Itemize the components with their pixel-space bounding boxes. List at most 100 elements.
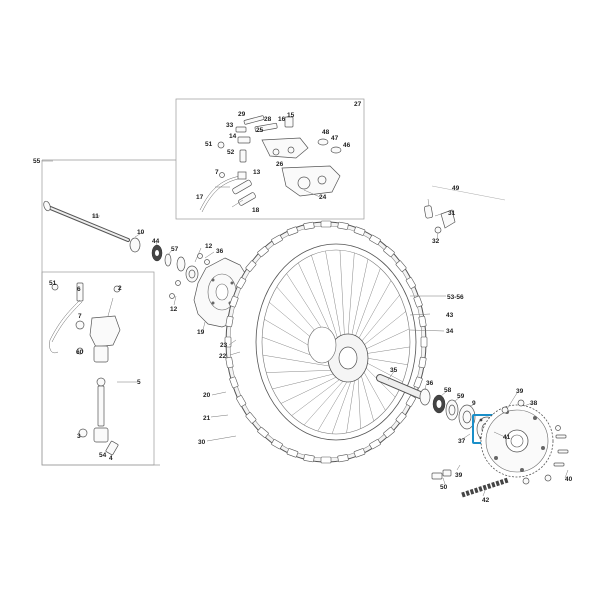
spoke bbox=[365, 357, 408, 366]
label-7b: 7 bbox=[78, 313, 82, 320]
tread-knob bbox=[395, 412, 407, 424]
label-55: 55 bbox=[33, 158, 41, 165]
label-11: 11 bbox=[92, 213, 99, 220]
tread-knob bbox=[337, 221, 349, 230]
label-47: 47 bbox=[331, 135, 339, 142]
label-34: 34 bbox=[446, 328, 454, 335]
label-33: 33 bbox=[226, 122, 234, 129]
label-39a: 39 bbox=[516, 388, 524, 395]
callout-labels: 55 27 29 28 16 15 33 25 14 51 52 26 48 4… bbox=[33, 101, 573, 504]
label-25: 25 bbox=[256, 127, 264, 134]
label-22: 22 bbox=[219, 353, 227, 360]
label-48: 48 bbox=[322, 129, 330, 136]
spoke bbox=[291, 378, 342, 416]
label-39b: 39 bbox=[455, 472, 463, 479]
rear-sprocket bbox=[480, 404, 554, 478]
tread-knob bbox=[245, 260, 257, 272]
tread-knob bbox=[236, 395, 247, 407]
label-54: 54 bbox=[99, 452, 107, 459]
tread-knob bbox=[303, 454, 315, 463]
label-10: 10 bbox=[137, 229, 145, 236]
label-13: 13 bbox=[253, 169, 261, 176]
label-29: 29 bbox=[238, 111, 246, 118]
label-23: 23 bbox=[220, 342, 228, 349]
label-12b: 12 bbox=[170, 306, 178, 313]
label-57: 57 bbox=[171, 246, 179, 253]
label-7a: 7 bbox=[215, 169, 219, 176]
tread-knob bbox=[236, 277, 247, 289]
label-38: 38 bbox=[530, 400, 538, 407]
spoke bbox=[346, 378, 356, 434]
tread-knob bbox=[405, 395, 416, 407]
tread-knob bbox=[353, 448, 366, 458]
tread-knob bbox=[369, 234, 381, 245]
spoke bbox=[364, 328, 410, 350]
tread-knob bbox=[420, 336, 428, 348]
spoke bbox=[311, 255, 339, 340]
leader-lines bbox=[42, 160, 569, 497]
rear-wheel bbox=[224, 220, 428, 464]
spoke bbox=[354, 268, 381, 338]
tread-knob bbox=[405, 277, 416, 289]
label-41: 41 bbox=[503, 434, 511, 441]
tread-knob bbox=[271, 439, 283, 450]
tread-knob bbox=[337, 454, 349, 463]
tread-knob bbox=[413, 376, 423, 389]
label-50: 50 bbox=[440, 484, 448, 491]
tread-knob bbox=[418, 315, 427, 328]
tread-knob bbox=[353, 226, 366, 236]
label-21: 21 bbox=[203, 415, 211, 422]
spoke bbox=[362, 311, 406, 346]
tread-knob bbox=[418, 356, 427, 369]
label-3: 3 bbox=[77, 433, 81, 440]
spoke bbox=[365, 362, 403, 382]
tread-knob bbox=[369, 439, 381, 450]
label-60: 60 bbox=[76, 349, 84, 356]
tread-knob bbox=[413, 295, 423, 308]
tread-knob bbox=[383, 426, 395, 438]
label-52: 52 bbox=[227, 149, 235, 156]
spoke bbox=[280, 376, 339, 404]
tread-knob bbox=[303, 221, 315, 230]
tread-knob bbox=[271, 234, 283, 245]
label-2: 2 bbox=[118, 285, 122, 292]
rear-axle bbox=[43, 200, 210, 299]
label-18: 18 bbox=[252, 207, 260, 214]
label-31: 31 bbox=[448, 210, 456, 217]
label-53: 53-56 bbox=[447, 294, 464, 301]
caliper-parts bbox=[199, 115, 342, 213]
label-4: 4 bbox=[109, 455, 113, 462]
brake-caliper-group-box bbox=[175, 98, 365, 220]
drive-chain bbox=[431, 469, 509, 498]
label-37: 37 bbox=[458, 438, 466, 445]
spoke bbox=[331, 379, 352, 434]
label-20: 20 bbox=[203, 392, 211, 399]
label-44: 44 bbox=[152, 238, 160, 245]
spoke bbox=[266, 369, 334, 373]
tread-knob bbox=[229, 376, 239, 389]
spoke bbox=[272, 373, 336, 390]
label-35: 35 bbox=[390, 367, 398, 374]
spoke bbox=[357, 376, 361, 429]
label-15: 15 bbox=[287, 112, 295, 119]
label-43: 43 bbox=[446, 312, 454, 319]
label-6: 6 bbox=[77, 286, 81, 293]
sprocket-bolts bbox=[501, 399, 569, 485]
brake-pump-parts bbox=[49, 282, 121, 456]
spoke bbox=[357, 280, 392, 340]
spoke bbox=[360, 373, 374, 422]
label-58: 58 bbox=[444, 387, 452, 394]
spoke bbox=[339, 250, 345, 337]
spoke bbox=[262, 354, 332, 367]
label-49: 49 bbox=[452, 185, 460, 192]
label-5: 5 bbox=[137, 379, 141, 386]
tire-tread bbox=[224, 220, 428, 464]
brake-pump-group-box bbox=[41, 271, 155, 466]
tread-knob bbox=[225, 315, 234, 328]
label-30: 30 bbox=[198, 439, 206, 446]
label-26: 26 bbox=[276, 161, 284, 168]
tread-knob bbox=[395, 260, 407, 272]
label-24: 24 bbox=[319, 194, 327, 201]
label-16: 16 bbox=[278, 116, 286, 123]
label-14: 14 bbox=[229, 133, 237, 140]
